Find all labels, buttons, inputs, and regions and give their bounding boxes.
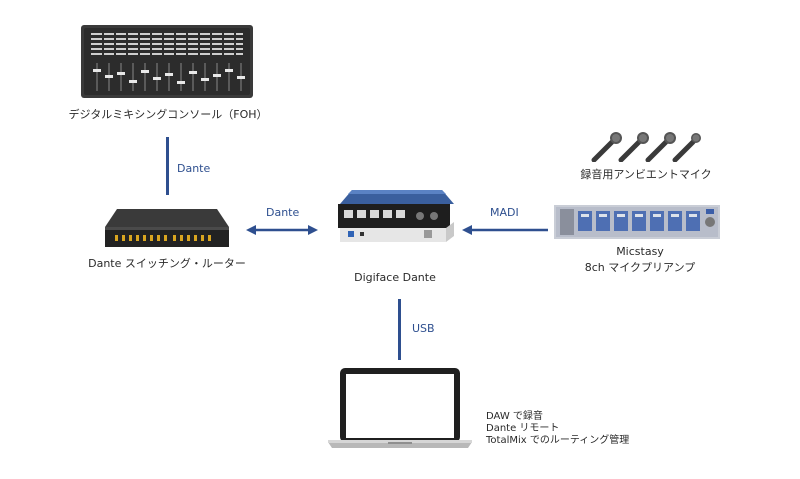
micstasy-digiface-arrow [462, 222, 548, 236]
micstasy-device [554, 205, 720, 239]
laptop-notes: DAW で録音 Dante リモート TotalMix でのルーティング管理 [486, 411, 629, 447]
digiface-laptop-line [398, 299, 401, 360]
micstasy-sub: 8ch マイクプリアンプ [584, 261, 696, 274]
switch-label: Dante スイッチング・ルーター [88, 257, 246, 270]
console-label: デジタルミキシングコンソール（FOH） [68, 108, 268, 121]
digiface-dante-device [334, 188, 456, 248]
note-totalmix: TotalMix でのルーティング管理 [486, 435, 630, 446]
note-dante-remote: Dante リモート [486, 423, 560, 434]
dante-switch [103, 207, 231, 249]
switch-digiface-link-label: Dante [266, 206, 300, 219]
console-switch-link-label: Dante [177, 162, 211, 175]
laptop [328, 368, 472, 452]
digiface-laptop-link-label: USB [412, 322, 435, 335]
note-daw: DAW で録音 [486, 411, 543, 422]
mics-label: 録音用アンビエントマイク [580, 168, 712, 181]
mixing-console [81, 25, 253, 98]
micstasy-name: Micstasy [616, 245, 664, 258]
digiface-label: Digiface Dante [354, 271, 436, 284]
switch-digiface-arrow [246, 222, 318, 236]
micstasy-digiface-link-label: MADI [490, 206, 519, 219]
ambient-mics [590, 130, 702, 163]
console-switch-line [166, 137, 169, 195]
